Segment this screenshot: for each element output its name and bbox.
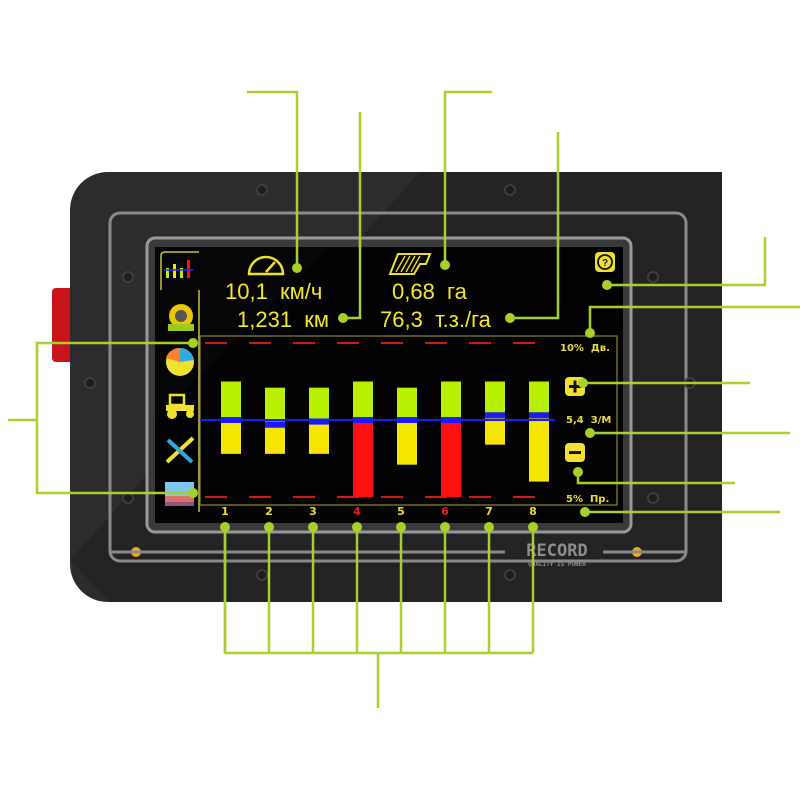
bar-lower-4 (353, 423, 373, 497)
row-label-3: 3 (309, 505, 317, 518)
row-label-5: 5 (397, 505, 405, 518)
bar-lower-6 (441, 423, 461, 497)
rate-readout: 76,3 т.з./га (380, 307, 492, 332)
tractor-icon[interactable] (166, 393, 194, 419)
bar-upper-4 (353, 381, 373, 417)
bar-lower-7 (485, 418, 505, 445)
row-label-8: 8 (529, 505, 537, 518)
row-label-6: 6 (441, 505, 449, 518)
speed-readout: 10,1 км/ч (225, 279, 322, 304)
upper-limit-label: 10% Дв. (560, 343, 610, 354)
bar-lower-5 (397, 423, 417, 465)
screws (84, 184, 696, 581)
pie-chart-icon[interactable] (166, 347, 194, 376)
callout-dots (188, 260, 612, 653)
bar-lower-8 (529, 418, 549, 482)
bar-rate-7 (485, 412, 505, 419)
bar-upper-6 (441, 381, 461, 417)
row-label-1: 1 (221, 505, 229, 518)
svg-text:RECORD: RECORD (526, 541, 587, 561)
row-label-4: 4 (353, 505, 361, 518)
bars-group (221, 381, 549, 497)
row-label-7: 7 (485, 505, 493, 518)
lower-limit-label: 5% Пр. (566, 494, 609, 505)
bar-rate-2 (265, 421, 285, 428)
brand-logo: RECORD QUALITY IS POWER (526, 541, 587, 568)
bar-upper-8 (529, 381, 549, 413)
field-area-icon (388, 253, 432, 275)
bar-lower-3 (309, 424, 329, 454)
bar-rate-3 (309, 418, 329, 425)
bar-upper-1 (221, 381, 241, 417)
bar-upper-2 (265, 387, 285, 422)
help-button[interactable]: ? (595, 252, 615, 272)
sunflower-icon[interactable] (168, 304, 194, 331)
area-readout: 0,68 га (392, 279, 468, 304)
bar-lower-2 (265, 427, 285, 454)
bar-upper-7 (485, 381, 505, 413)
bar-upper-3 (309, 387, 329, 419)
bar-upper-5 (397, 387, 417, 417)
bar-rate-8 (529, 412, 549, 419)
bars-icon[interactable] (164, 260, 193, 278)
decrease-button[interactable] (565, 443, 585, 462)
distance-readout: 1,231 км (237, 307, 329, 332)
row-labels: 1 2 3 4 5 6 7 8 (221, 505, 537, 518)
rate-value-label: 5,4 З/М (566, 415, 611, 426)
tools-icon[interactable] (165, 436, 195, 464)
plus-icon (569, 380, 581, 393)
help-icon: ? (602, 258, 608, 269)
svg-text:QUALITY IS POWER: QUALITY IS POWER (528, 561, 586, 568)
bar-lower-1 (221, 423, 241, 454)
speedometer-icon (247, 255, 285, 276)
row-label-2: 2 (265, 505, 273, 518)
